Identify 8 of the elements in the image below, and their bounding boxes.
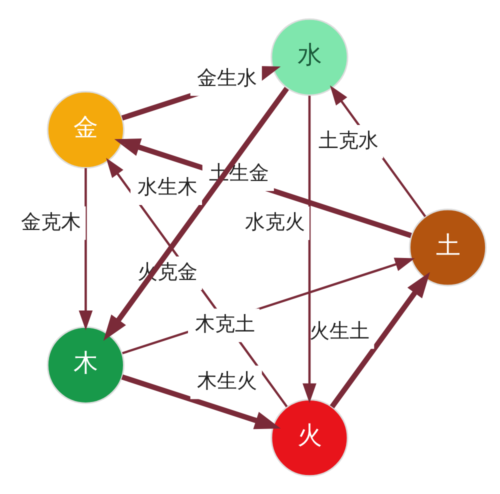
edge-label: 金生水 [197, 66, 258, 89]
edge-label: 金克木 [21, 210, 82, 233]
edge-label: 木克土 [194, 312, 255, 336]
edge-label: 水生木 [137, 174, 198, 198]
edge-label: 木生火 [197, 369, 258, 392]
edge-label: 火生土 [309, 318, 370, 342]
edge-label: 土克水 [318, 128, 378, 152]
edge-label: 水克火 [244, 210, 305, 233]
